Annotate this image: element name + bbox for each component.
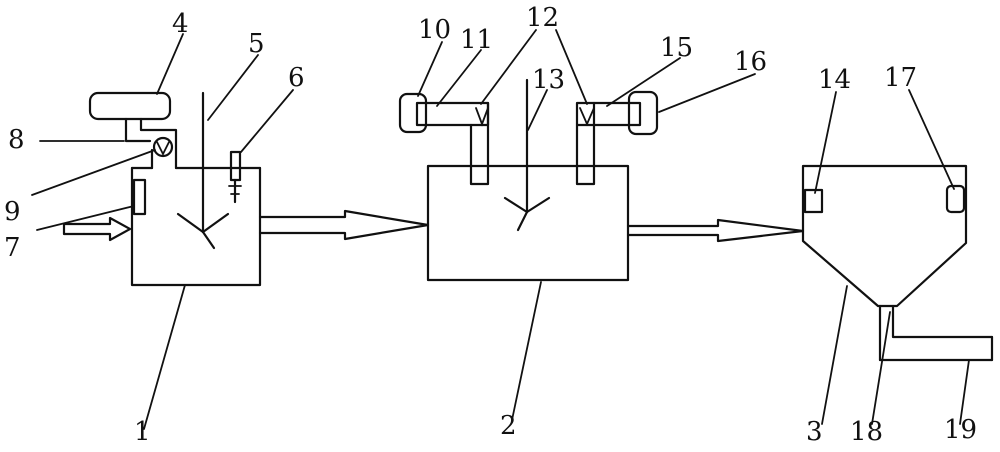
label-12: 12 (526, 3, 559, 33)
probe-6 (228, 150, 242, 204)
label-9: 9 (4, 197, 21, 227)
leader-lines (31, 29, 970, 430)
labels: 4 5 6 8 9 7 1 10 11 12 13 15 16 2 14 17 … (4, 3, 977, 447)
tank-1 (130, 166, 262, 287)
label-8: 8 (8, 125, 25, 155)
feed-right (575, 90, 659, 186)
label-1: 1 (134, 417, 151, 447)
label-14: 14 (818, 65, 851, 95)
tank-3 (801, 164, 968, 308)
pipe-8 (124, 117, 152, 143)
motor-4 (88, 91, 172, 121)
valve-12-right (579, 107, 595, 127)
flow-arrow-2-3 (626, 218, 805, 243)
motor-16 (627, 90, 659, 136)
valve-12-left (475, 107, 489, 127)
label-3: 3 (806, 417, 823, 447)
label-13: 13 (532, 65, 565, 95)
label-7: 7 (4, 233, 21, 263)
feed-left (398, 92, 490, 186)
outlet-18-19 (878, 304, 994, 362)
label-5: 5 (248, 29, 265, 59)
stirrer-13 (503, 78, 551, 232)
inlet-arrow (62, 216, 132, 242)
label-19: 19 (944, 415, 977, 445)
sensor-14 (803, 188, 824, 214)
label-4: 4 (172, 9, 189, 39)
sensor-17 (945, 184, 966, 214)
label-17: 17 (884, 63, 917, 93)
label-15: 15 (660, 33, 693, 63)
label-2: 2 (500, 411, 517, 441)
label-11: 11 (460, 25, 493, 55)
pump-9 (152, 136, 174, 158)
tank-1-body (130, 166, 262, 287)
level-gauge-7 (132, 178, 147, 216)
stirrer-5 (176, 91, 230, 250)
flow-arrow-1-2 (258, 209, 430, 241)
label-18: 18 (850, 417, 883, 447)
pipe-15 (575, 101, 642, 127)
label-16: 16 (734, 47, 767, 77)
label-6: 6 (288, 63, 305, 93)
motor-10 (398, 92, 428, 134)
label-10: 10 (418, 15, 451, 45)
